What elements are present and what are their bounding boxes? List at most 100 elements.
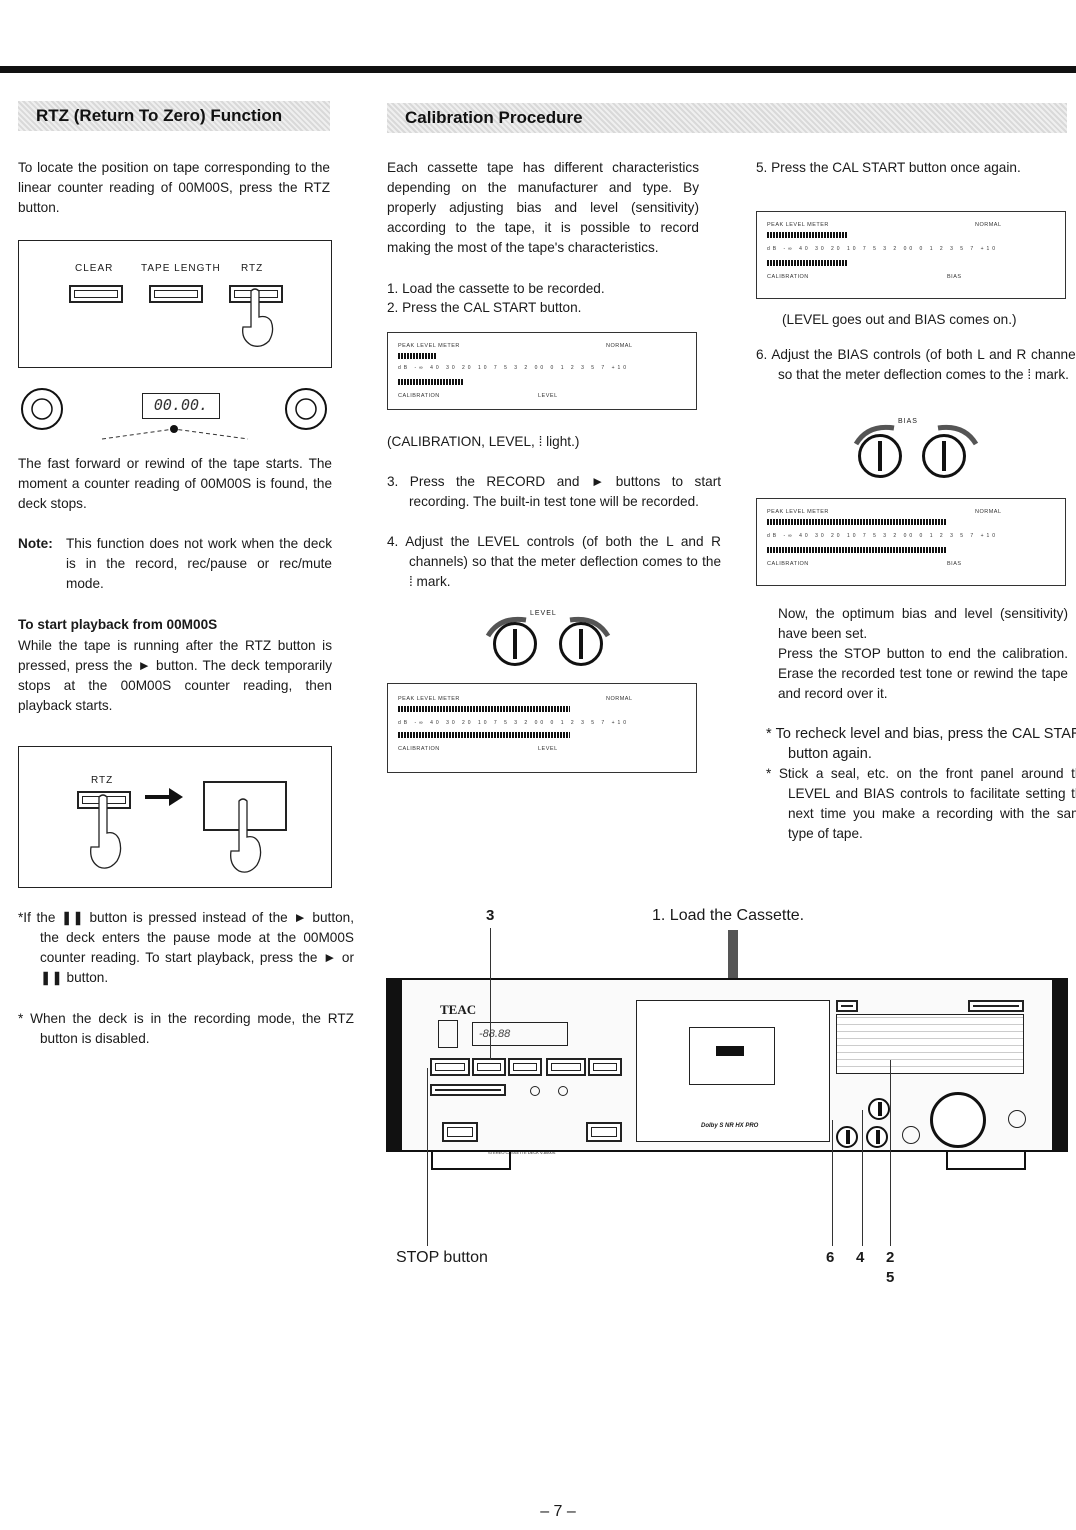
deck-foot-right xyxy=(946,1152,1026,1170)
meter-normal: NORMAL xyxy=(975,222,1002,228)
knob-level-label: LEVEL xyxy=(530,610,557,617)
meter-scale: dB -∞ 40 30 20 10 7 5 3 2 00 0 1 2 3 5 7… xyxy=(767,246,999,252)
meter-bar-l xyxy=(767,519,947,525)
eject-button[interactable] xyxy=(442,1122,478,1142)
stop-text: Press the STOP button to end the calibra… xyxy=(778,646,1068,701)
output-level-knob[interactable] xyxy=(930,1092,986,1148)
rtz-intro: To locate the position on tape correspon… xyxy=(18,160,330,215)
bias-knob-r[interactable] xyxy=(922,434,966,478)
leader-3 xyxy=(490,928,491,1060)
adjust-arrows-icon xyxy=(485,616,611,638)
rewind-button[interactable] xyxy=(430,1058,470,1076)
tape-length-button[interactable] xyxy=(149,285,203,303)
deck-counter-display: -88.88 xyxy=(472,1022,568,1046)
level-knob-r[interactable] xyxy=(559,622,603,666)
cassette-window xyxy=(689,1027,775,1085)
meter-bias: BIAS xyxy=(947,274,962,280)
play-button-deck[interactable] xyxy=(508,1058,542,1076)
meter-normal: NORMAL xyxy=(606,343,633,349)
meter-normal: NORMAL xyxy=(975,509,1002,515)
step-3: 3. Press the RECORD and ► buttons to sta… xyxy=(387,474,721,509)
callout-2: 2 xyxy=(886,1249,895,1266)
callout-4: 4 xyxy=(856,1249,865,1266)
footnote-pause: *If the ❚❚ button is pressed instead of … xyxy=(18,910,354,985)
level-meter-1: PEAK LEVEL METER NORMAL dB -∞ 40 30 20 1… xyxy=(387,332,697,410)
meter-calibration: CALIBRATION xyxy=(398,746,440,752)
meter-title: PEAK LEVEL METER xyxy=(398,696,460,702)
deck-level-meter xyxy=(836,1014,1024,1074)
adjust-arrows-icon xyxy=(853,424,979,446)
leader-4 xyxy=(862,1110,863,1246)
tape-reel-diagram xyxy=(21,388,327,440)
dolby-label: Dolby S NR HX PRO xyxy=(701,1123,759,1129)
playback-text: While the tape is running after the RTZ … xyxy=(18,638,332,713)
level-knob-deck-r[interactable] xyxy=(836,1126,858,1148)
meter-bar-l xyxy=(398,353,436,359)
callout-load: 1. Load the Cassette. xyxy=(652,907,805,924)
indicator-2 xyxy=(558,1086,568,1096)
recheck-text: * To recheck level and bias, press the C… xyxy=(766,726,1076,762)
caption-bias: (LEVEL goes out and BIAS comes on.) xyxy=(782,312,1017,327)
step-5: 5. Press the CAL START button once again… xyxy=(756,160,1021,175)
pointing-hand-icon xyxy=(230,798,262,873)
clear-button[interactable] xyxy=(69,285,123,303)
rtz-deck-button[interactable] xyxy=(430,1084,506,1096)
note-text: This function does not work when the dec… xyxy=(66,536,332,591)
meter-bias: BIAS xyxy=(947,561,962,567)
cassette-compartment[interactable]: Dolby S NR HX PRO xyxy=(636,1000,830,1142)
stop-button[interactable] xyxy=(472,1058,506,1076)
indicator-1 xyxy=(530,1086,540,1096)
calibration-intro: Each cassette tape has different charact… xyxy=(387,160,699,255)
now-text: Now, the optimum bias and level (sensiti… xyxy=(778,606,1068,641)
bias-knob-l[interactable] xyxy=(858,434,902,478)
meter-bar-l xyxy=(398,706,570,712)
note-label: Note: xyxy=(18,536,53,551)
step-2: 2. Press the CAL START button. xyxy=(387,300,582,315)
leader-6 xyxy=(832,1120,833,1246)
bias-meter-1: PEAK LEVEL METER NORMAL dB -∞ 40 30 20 1… xyxy=(756,211,1066,299)
tape-length-label: TAPE LENGTH xyxy=(141,263,221,274)
level-knob-l[interactable] xyxy=(493,622,537,666)
level-knob-deck-l[interactable] xyxy=(866,1126,888,1148)
display-button[interactable] xyxy=(968,1000,1024,1012)
top-rule xyxy=(0,66,1076,73)
meter-title: PEAK LEVEL METER xyxy=(398,343,460,349)
pointing-hand-icon xyxy=(242,288,274,347)
callout-5: 5 xyxy=(886,1269,895,1286)
step-4: 4. Adjust the LEVEL controls (of both th… xyxy=(387,534,721,589)
meter-title: PEAK LEVEL METER xyxy=(767,222,829,228)
playback-heading: To start playback from 00M00S xyxy=(18,617,218,632)
cal-start-button[interactable] xyxy=(836,1000,858,1012)
meter-scale: dB -∞ 40 30 20 10 7 5 3 2 00 0 1 2 3 5 7… xyxy=(767,533,999,539)
rtz-play-diagram: RTZ xyxy=(18,746,332,888)
footnote-recording: * When the deck is in the recording mode… xyxy=(18,1011,354,1046)
meter-calibration: CALIBRATION xyxy=(767,274,809,280)
meter-calibration: CALIBRATION xyxy=(398,393,440,399)
page-number: – 7 – xyxy=(540,1503,576,1520)
power-button[interactable] xyxy=(438,1020,458,1048)
meter-level: LEVEL xyxy=(538,393,558,399)
meter-bar-r xyxy=(398,379,464,385)
balance-knob[interactable] xyxy=(1008,1110,1026,1128)
rtz-panel-diagram: CLEAR TAPE LENGTH RTZ xyxy=(18,240,332,368)
meter-scale: dB -∞ 40 30 20 10 7 5 3 2 00 0 1 2 3 5 7… xyxy=(398,720,630,726)
section-heading-rtz: RTZ (Return To Zero) Function xyxy=(18,101,330,131)
level-meter-2: PEAK LEVEL METER NORMAL dB -∞ 40 30 20 1… xyxy=(387,683,697,773)
rtz-after-text: The fast forward or rewind of the tape s… xyxy=(18,456,332,511)
counter-display: 00.00. xyxy=(142,393,220,419)
meter-level: LEVEL xyxy=(538,746,558,752)
meter-title: PEAK LEVEL METER xyxy=(767,509,829,515)
rec-mute-button[interactable] xyxy=(588,1058,622,1076)
stick-text: * Stick a seal, etc. on the front panel … xyxy=(766,766,1076,841)
meter-normal: NORMAL xyxy=(606,696,633,702)
monitor-button[interactable] xyxy=(586,1122,622,1142)
meter-calibration: CALIBRATION xyxy=(767,561,809,567)
knob-bias-label: BIAS xyxy=(898,418,918,425)
bias-knob-deck-l[interactable] xyxy=(868,1098,890,1120)
record-button[interactable] xyxy=(546,1058,586,1076)
phones-jack[interactable] xyxy=(902,1126,920,1144)
callout-stop: STOP button xyxy=(396,1249,488,1266)
deck-foot-left xyxy=(431,1152,511,1170)
deck-side-left xyxy=(388,980,402,1150)
leader-2 xyxy=(890,1060,891,1246)
